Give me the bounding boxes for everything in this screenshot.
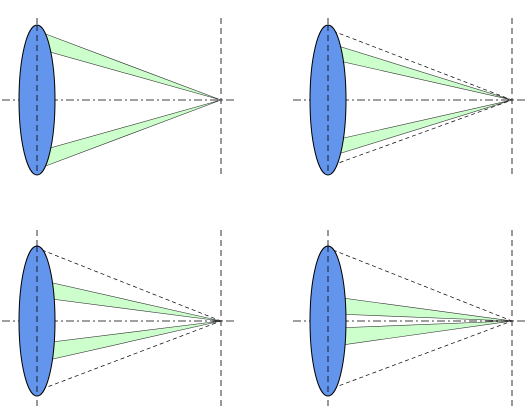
- dashed-marginal-ray-lower: [332, 320, 513, 389]
- panel-top-left: [2, 18, 236, 178]
- upper-light-cone: [334, 296, 513, 322]
- lower-light-cone: [334, 320, 513, 347]
- panel-bottom-left: [2, 230, 236, 410]
- lower-light-cone: [43, 320, 222, 362]
- panel-bottom-right: [293, 230, 527, 410]
- dashed-marginal-ray-lower: [332, 99, 513, 166]
- lower-light-cone: [42, 99, 222, 168]
- dashed-marginal-ray-upper: [41, 249, 222, 322]
- panel-top-right: [293, 18, 527, 178]
- lower-light-cone: [334, 99, 513, 156]
- dashed-marginal-ray-upper: [332, 30, 513, 101]
- upper-light-cone: [334, 44, 513, 101]
- dashed-marginal-ray-lower: [41, 320, 222, 390]
- upper-light-cone: [43, 280, 222, 322]
- upper-light-cone: [42, 32, 222, 101]
